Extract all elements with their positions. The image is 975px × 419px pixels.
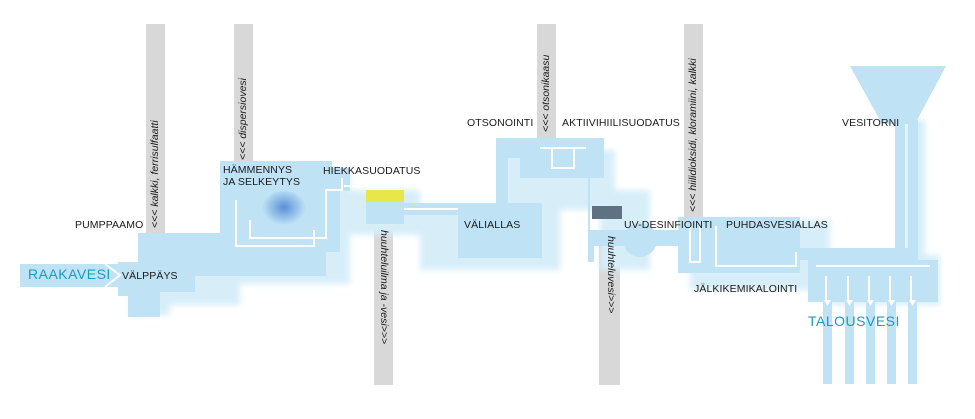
puhdasvesiallas-basin [678,217,800,273]
label-hiilidioksidi: <<< hiilidioksidi, kloramiini, kalkki [687,58,699,212]
uv-lamp [592,206,622,219]
otsonikaasu-feed-pipe [537,24,556,139]
label-valiallas: VÄLIALLAS [464,219,521,231]
label-hiekkasuodatus: HIEKKASUODATUS [323,165,421,177]
talousvesi-arrows [824,300,916,306]
raakavesi-arrow-icon [104,263,122,288]
label-otsonikaasu: <<< otsonikaasu [540,54,552,132]
label-huuhteluilma-vesi: huuhteluilma ja -vesi>>> [378,230,390,345]
raakavesi-inlet [20,264,120,287]
huuhteluvesi-pipe [599,232,620,385]
hiilidioksidi-feed-pipe [684,24,703,219]
label-kalkki-ferrisulfaatti: <<< kalkki, ferrisulfaatti [149,120,161,228]
dispersiovesi-feed-pipe [234,24,253,164]
label-puhdasvesiallas: PUHDASVESIALLAS [726,219,828,231]
label-pumppaamo: PUMPPAAMO [75,219,144,231]
label-jalkikemikalointi: JÄLKIKEMIKALOINTI [694,283,798,295]
label-selkeytys: JA SELKEYTYS [223,176,301,188]
sand-filter-bed [366,190,404,202]
label-aktiivihiili: AKTIIVIHIILISUODATUS [562,117,680,129]
label-hammennys: HÄMMENNYS [223,164,293,176]
flow-lines [235,147,930,300]
valiallas-basin [458,203,542,258]
label-talousvesi: TALOUSVESI [808,313,900,329]
label-valppays: VÄLPPÄYS [122,270,178,282]
label-uv-desinfiointi: UV-DESINFIOINTI [624,219,713,231]
valppays-basin [118,233,226,317]
label-vesitorni: VESITORNI [842,117,900,129]
label-raakavesi: RAAKAVESI [28,266,111,282]
vesitorni-tank [850,66,946,124]
label-huuhteluvesi: huuhteluvesi>>> [605,236,617,314]
huuhteluilma-pipe [374,225,393,385]
kalkki-feed-pipe [146,24,165,234]
label-dispersiovesi: <<< dispersiovesi [237,77,249,160]
vesitorni-riser [895,120,905,260]
label-otsonointi: OTSONOINTI [467,117,534,129]
process-water [20,66,946,384]
feed-pipes [146,24,703,385]
settling-sludge [262,191,306,227]
